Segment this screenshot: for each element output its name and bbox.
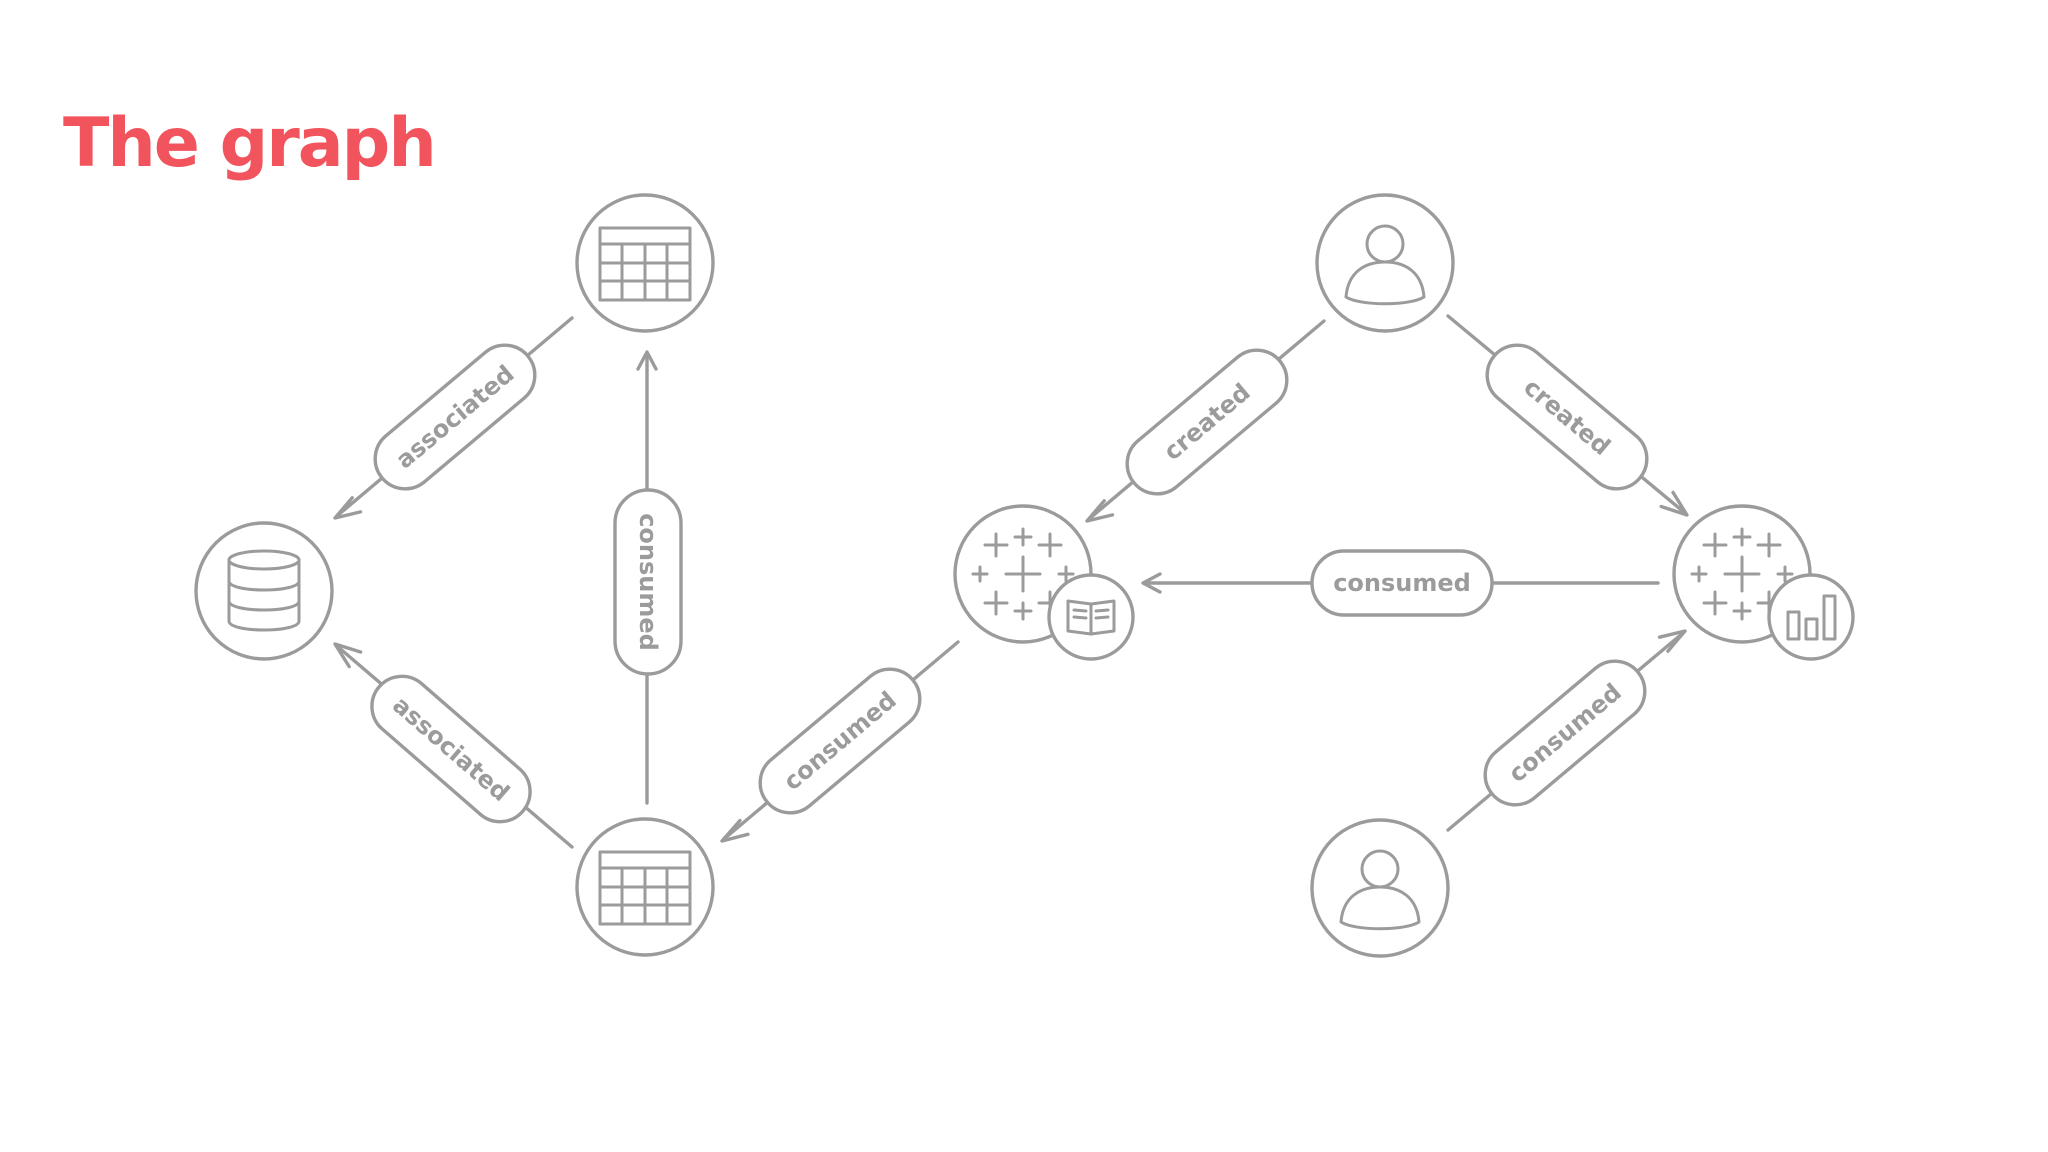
table-icon bbox=[598, 226, 692, 302]
user-icon bbox=[1344, 224, 1426, 306]
tableau-logo-icon bbox=[971, 527, 1075, 621]
edge-user-top-to-workbook: created bbox=[1085, 319, 1326, 523]
edge-user-bottom-to-dashboard: consumed bbox=[1446, 629, 1687, 832]
edge-workbook-to-table-bottom: consumed bbox=[720, 640, 960, 843]
node-workbook bbox=[953, 504, 1135, 661]
node-table-bottom bbox=[575, 817, 715, 957]
edge-label: consumed bbox=[634, 513, 662, 651]
node-user-bottom bbox=[1310, 818, 1450, 958]
edge-user-top-to-dashboard: created bbox=[1446, 314, 1689, 517]
edge-dashboard-to-workbook: consumed bbox=[1141, 549, 1660, 617]
book-icon bbox=[1066, 599, 1116, 636]
node-database bbox=[194, 521, 334, 661]
database-icon bbox=[227, 549, 301, 632]
node-table-top bbox=[575, 193, 715, 333]
edge-table-bottom-to-table-top: consumed bbox=[613, 350, 683, 805]
table-icon bbox=[598, 850, 692, 926]
node-user-top bbox=[1315, 193, 1455, 333]
user-icon bbox=[1339, 849, 1421, 931]
edge-label: consumed bbox=[1333, 569, 1471, 597]
bar-chart-icon bbox=[1786, 594, 1837, 641]
slide-title: The graph bbox=[63, 104, 437, 183]
edge-table-bottom-to-database: associated bbox=[333, 642, 574, 849]
node-dashboard bbox=[1672, 504, 1855, 661]
edge-table-top-to-database: associated bbox=[333, 316, 574, 520]
